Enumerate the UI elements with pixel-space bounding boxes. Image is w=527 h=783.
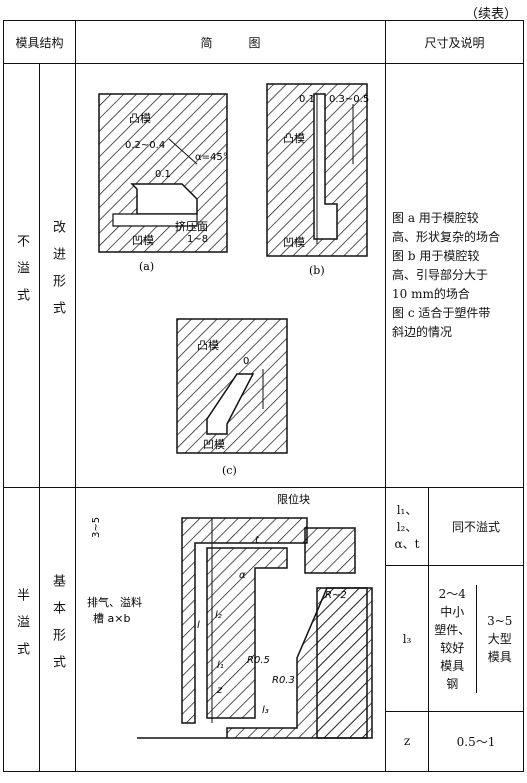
param-l1-l2-alpha-t: l₁、 l₂、 α、t [385, 486, 430, 567]
desc-line: 10 mm的场合 [392, 287, 470, 301]
section2-row1: 半溢式 基本形式 限位块 3~5 t α l l₂ l₁ z R0.5 [3, 486, 525, 772]
svg-text:l: l [197, 620, 200, 631]
figure-a: 凸模 0.2~0.4 α=45° 0.1 挤压面 1~8 凹模 (a) [97, 93, 228, 273]
svg-text:限位块: 限位块 [277, 492, 310, 506]
value-l3-small: 2～4 中小 塑件、 较好 模具 钢 [429, 584, 477, 693]
svg-text:l₃: l₃ [262, 705, 269, 716]
value-l3-large: 3~5 大型 模具 [487, 613, 513, 664]
desc-line: 图 b 用于模腔较 [392, 249, 480, 263]
svg-text:(b): (b) [309, 264, 325, 277]
header-row: 模具结构 简 图 尺寸及说明 [2, 20, 525, 64]
svg-text:(a): (a) [139, 260, 154, 273]
section1-subtype: 改进形式 [38, 63, 77, 488]
svg-text:(c): (c) [222, 464, 237, 477]
svg-text:0.2~0.4: 0.2~0.4 [125, 140, 165, 151]
desc-line: 高、形状复杂的场合 [392, 230, 501, 244]
svg-text:l₂: l₂ [215, 610, 222, 621]
svg-text:凸模: 凸模 [197, 339, 219, 352]
svg-text:凸模: 凸模 [129, 112, 151, 125]
svg-text:凹模: 凹模 [132, 234, 154, 247]
section2-diagram: 限位块 3~5 t α l l₂ l₁ z R0.5 R~2 R0.3 l₃ 排… [87, 492, 373, 739]
svg-text:α: α [239, 570, 246, 581]
desc-line: 图 a 用于模腔较 [392, 211, 479, 225]
svg-text:挤压面: 挤压面 [175, 219, 208, 233]
svg-text:1~8: 1~8 [187, 234, 208, 245]
section2-subtype: 基本形式 [38, 487, 77, 772]
value-z: 0.5～1 [428, 710, 525, 773]
svg-text:0.1: 0.1 [155, 169, 171, 180]
desc-line: 斜边的情况 [392, 325, 453, 339]
value-l3: 2～4 中小 塑件、 较好 模具 钢 3~5 大型 模具 [428, 565, 525, 712]
figure-b: 0.1 0.3~0.5 凸模 凹模 (b) [265, 83, 369, 277]
svg-text:排气、溢料: 排气、溢料 [87, 595, 142, 609]
section1-row: 不溢式 改进形式 凸模 0.2~0.4 α=45° 0.1 [3, 63, 525, 488]
svg-text:0.3~0.5: 0.3~0.5 [329, 94, 369, 105]
svg-text:R0.5: R0.5 [247, 655, 270, 666]
section2-figure: 限位块 3~5 t α l l₂ l₁ z R0.5 R~2 R0.3 l₃ 排… [75, 487, 387, 772]
svg-text:0.1: 0.1 [299, 94, 315, 105]
section1-description: 图 a 用于模腔较 高、形状复杂的场合 图 b 用于模腔较 高、引导部分大于 1… [385, 63, 525, 488]
mold-structure-table: 模具结构 简 图 尺寸及说明 不溢式 改进形式 凸模 0. [2, 20, 525, 773]
desc-line: 高、引导部分大于 [392, 268, 489, 282]
section2-type: 半溢式 [3, 487, 40, 772]
section1-diagram: 凸模 0.2~0.4 α=45° 0.1 挤压面 1~8 凹模 (a) 0.1 [97, 83, 369, 477]
svg-text:R~2: R~2 [325, 590, 347, 601]
section2-row2: l₃ 2～4 中小 塑件、 较好 模具 钢 3~5 大型 模具 [4, 565, 525, 712]
header-diagram: 简 图 [75, 20, 387, 64]
svg-text:槽 a×b: 槽 a×b [93, 612, 130, 625]
desc-line: 图 c 适合于塑件带 [392, 306, 491, 320]
continued-note: （续表） [464, 7, 517, 22]
svg-text:凹模: 凹模 [283, 236, 305, 249]
svg-text:z: z [216, 685, 223, 696]
svg-text:3~5: 3~5 [91, 517, 102, 538]
svg-text:α=45°: α=45° [195, 152, 228, 163]
param-l3: l₃ [385, 565, 430, 712]
header-structure: 模具结构 [2, 20, 77, 64]
svg-text:R0.3: R0.3 [272, 675, 295, 686]
value-same-as-nonoverflow: 同不溢式 [428, 486, 525, 567]
param-z: z [385, 710, 430, 773]
section2-row3: z 0.5～1 [4, 710, 525, 773]
section1-type: 不溢式 [3, 63, 40, 488]
svg-text:0: 0 [243, 356, 249, 367]
svg-text:凹模: 凹模 [203, 438, 225, 451]
svg-text:凸模: 凸模 [283, 132, 305, 145]
svg-text:t: t [255, 535, 260, 546]
section1-figures: 凸模 0.2~0.4 α=45° 0.1 挤压面 1~8 凹模 (a) 0.1 [75, 63, 387, 488]
header-description: 尺寸及说明 [385, 20, 525, 64]
svg-text:l₁: l₁ [217, 660, 224, 671]
figure-c: 凸模 0 凹模 (c) [175, 318, 288, 477]
